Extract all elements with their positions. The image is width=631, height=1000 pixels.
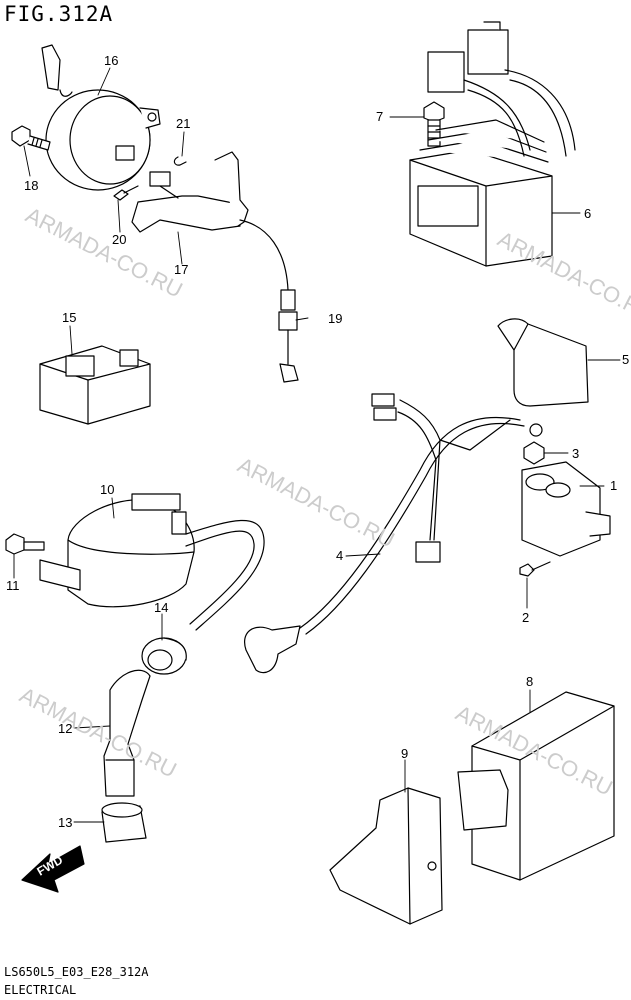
part-16-round-unit	[41, 44, 161, 191]
callout-1: 1	[610, 478, 617, 493]
watermark-3: ARMADA-CO.RU	[234, 452, 399, 553]
leader-lines	[13, 67, 621, 823]
callout-2: 2	[522, 610, 529, 625]
part-9-mount	[329, 787, 443, 925]
callout-3: 3	[572, 446, 579, 461]
callout-6: 6	[584, 206, 591, 221]
callout-19: 19	[328, 311, 342, 326]
callout-20: 20	[112, 232, 126, 247]
part-8-control-unit	[457, 691, 615, 881]
callout-4: 4	[336, 548, 343, 563]
part-20-screw	[113, 185, 139, 201]
callout-9: 9	[401, 746, 408, 761]
part-10-ignition-coil	[39, 493, 265, 631]
callout-13: 13	[58, 815, 72, 830]
callout-8: 8	[526, 674, 533, 689]
part-15-relay-box	[39, 345, 151, 425]
part-14-seal	[141, 637, 187, 675]
figure-title: FIG.312A	[4, 2, 114, 26]
part-6-regulator	[409, 21, 576, 267]
part-13-cap	[101, 802, 147, 843]
figure-code: LS650L5_E03_E28_312A	[4, 965, 149, 979]
fwd-arrow-icon	[21, 845, 85, 893]
callout-14: 14	[154, 600, 168, 615]
part-18-bolt	[11, 125, 51, 151]
part-3-nut	[523, 441, 545, 465]
callout-16: 16	[104, 53, 118, 68]
figure-name: ELECTRICAL	[4, 983, 77, 997]
part-12-plug-cap	[103, 669, 151, 797]
callout-12: 12	[58, 721, 72, 736]
callout-21: 21	[176, 116, 190, 131]
part-11-bolt	[5, 533, 45, 555]
callout-7: 7	[376, 109, 383, 124]
part-4-harness	[244, 393, 543, 674]
part-21-clip	[173, 156, 187, 166]
callout-17: 17	[174, 262, 188, 277]
callout-15: 15	[62, 310, 76, 325]
callout-11: 11	[6, 578, 20, 593]
part-1-starter-relay	[521, 461, 611, 557]
watermark-2: ARMADA-CO.RU	[494, 226, 631, 327]
part-17-bracket	[131, 151, 249, 233]
watermark-4: ARMADA-CO.RU	[16, 682, 181, 783]
callout-10: 10	[100, 482, 114, 497]
callouts: 1 2 3 4 5 6 7 8 9 10 11 12 13 14 15 16 1…	[6, 53, 629, 830]
callout-5: 5	[622, 352, 629, 367]
part-19-cable	[239, 219, 299, 383]
part-2-bolt	[519, 561, 551, 577]
part-5-cap	[497, 318, 589, 407]
callout-18: 18	[24, 178, 38, 193]
